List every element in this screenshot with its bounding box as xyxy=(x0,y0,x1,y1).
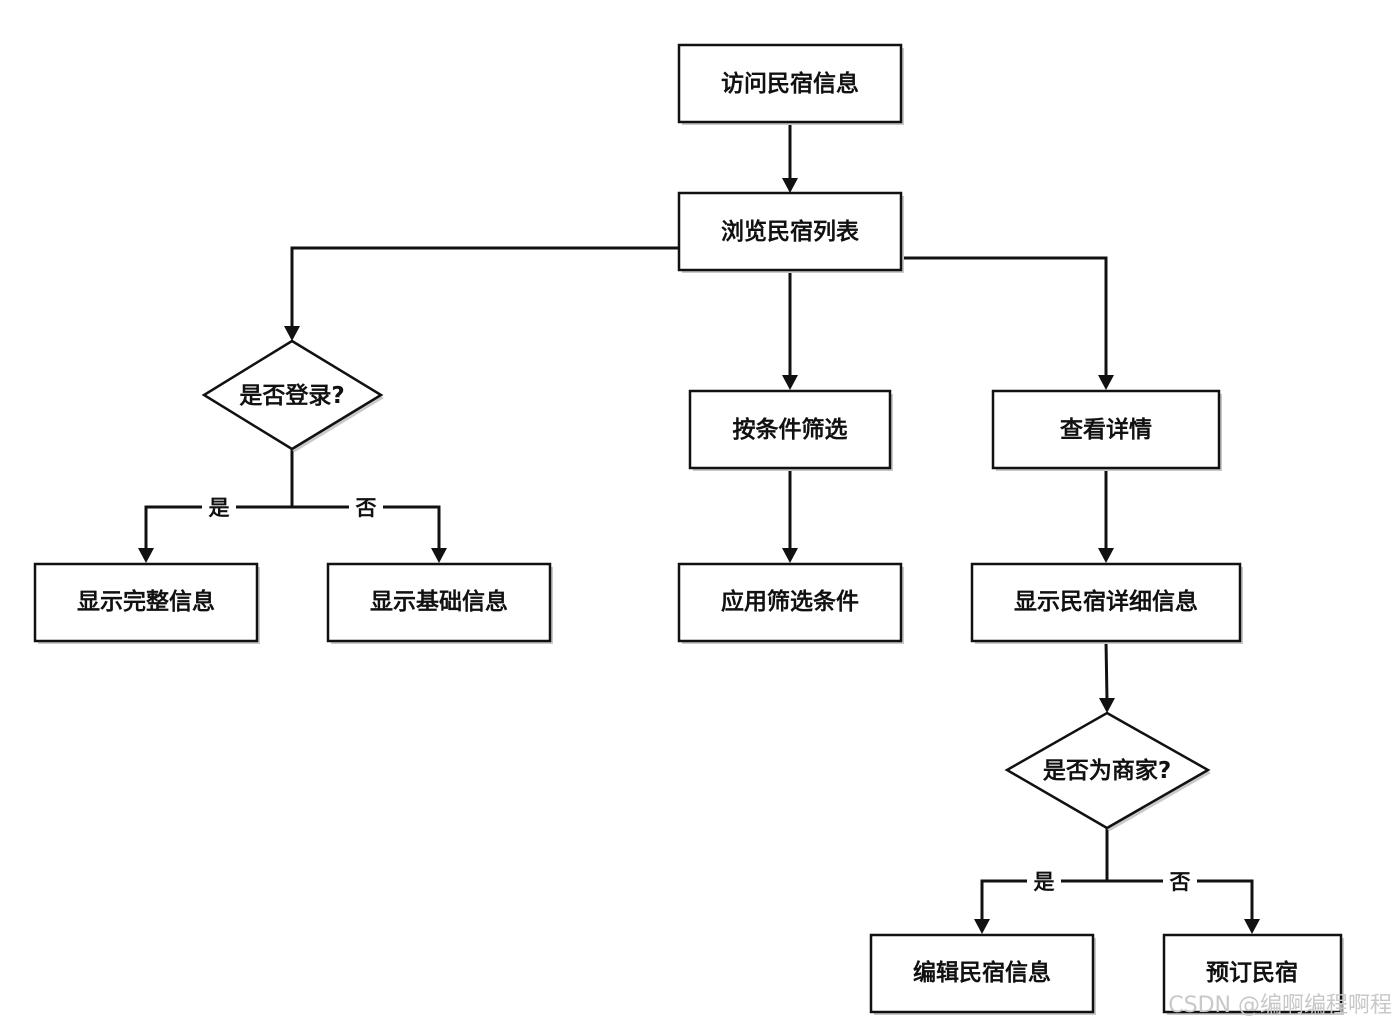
node-apply-filter: 应用筛选条件 xyxy=(677,562,904,644)
edge-login-no xyxy=(292,505,441,550)
edge-label-login-no: 否 xyxy=(356,496,377,520)
watermark: CSDN @编啊编程啊程 xyxy=(1168,993,1392,1018)
edge-browse-login xyxy=(290,246,679,328)
edge-labels: 是 否 是 否 xyxy=(202,494,1197,896)
decision-login: 是否登录? xyxy=(201,339,384,452)
decision-merchant: 是否为商家? xyxy=(1004,711,1211,831)
node-edit-info-label: 编辑民宿信息 xyxy=(913,959,1051,986)
edge-show-merchant xyxy=(1104,640,1109,701)
node-detail-label: 查看详情 xyxy=(1060,416,1152,443)
arrowhead xyxy=(1099,698,1115,713)
edge-browse-detail xyxy=(901,256,1108,377)
arrowhead xyxy=(431,548,447,563)
node-filter-label: 按条件筛选 xyxy=(733,416,848,443)
node-browse-label: 浏览民宿列表 xyxy=(721,218,860,245)
node-basic-info-label: 显示基础信息 xyxy=(370,588,508,615)
arrowhead xyxy=(284,326,300,341)
edge-label-login-yes: 是 xyxy=(209,496,230,520)
edge-label-merchant-no: 否 xyxy=(1170,870,1191,894)
edge-merchant-yes xyxy=(980,879,1107,921)
edge-merchant-no xyxy=(1107,879,1254,921)
arrowheads xyxy=(138,178,1260,934)
node-browse: 浏览民宿列表 xyxy=(677,191,904,273)
arrowhead xyxy=(138,548,154,563)
decision-login-label: 是否登录? xyxy=(239,383,344,409)
decision-merchant-label: 是否为商家? xyxy=(1043,757,1171,784)
arrowhead xyxy=(1098,548,1114,563)
arrowhead xyxy=(782,548,798,563)
node-book-label: 预订民宿 xyxy=(1206,959,1298,986)
node-show-detail: 显示民宿详细信息 xyxy=(970,562,1243,644)
arrowhead xyxy=(1244,919,1260,934)
connector-lines xyxy=(144,122,1254,921)
node-book: 预订民宿 xyxy=(1162,933,1344,1015)
node-show-detail-label: 显示民宿详细信息 xyxy=(1014,588,1198,615)
node-visit-label: 访问民宿信息 xyxy=(721,70,859,97)
node-filter: 按条件筛选 xyxy=(688,389,893,471)
node-detail: 查看详情 xyxy=(991,389,1222,471)
edge-login-yes xyxy=(144,505,292,550)
node-full-info-label: 显示完整信息 xyxy=(77,588,215,615)
node-apply-filter-label: 应用筛选条件 xyxy=(721,588,859,615)
arrowhead xyxy=(1098,375,1114,390)
arrowhead xyxy=(782,375,798,390)
arrowhead xyxy=(974,919,990,934)
edge-label-merchant-yes: 是 xyxy=(1034,870,1055,894)
arrowhead xyxy=(782,178,798,193)
node-visit: 访问民宿信息 xyxy=(677,43,904,125)
node-full-info: 显示完整信息 xyxy=(33,562,260,644)
node-edit-info: 编辑民宿信息 xyxy=(869,933,1096,1015)
node-basic-info: 显示基础信息 xyxy=(326,562,553,644)
